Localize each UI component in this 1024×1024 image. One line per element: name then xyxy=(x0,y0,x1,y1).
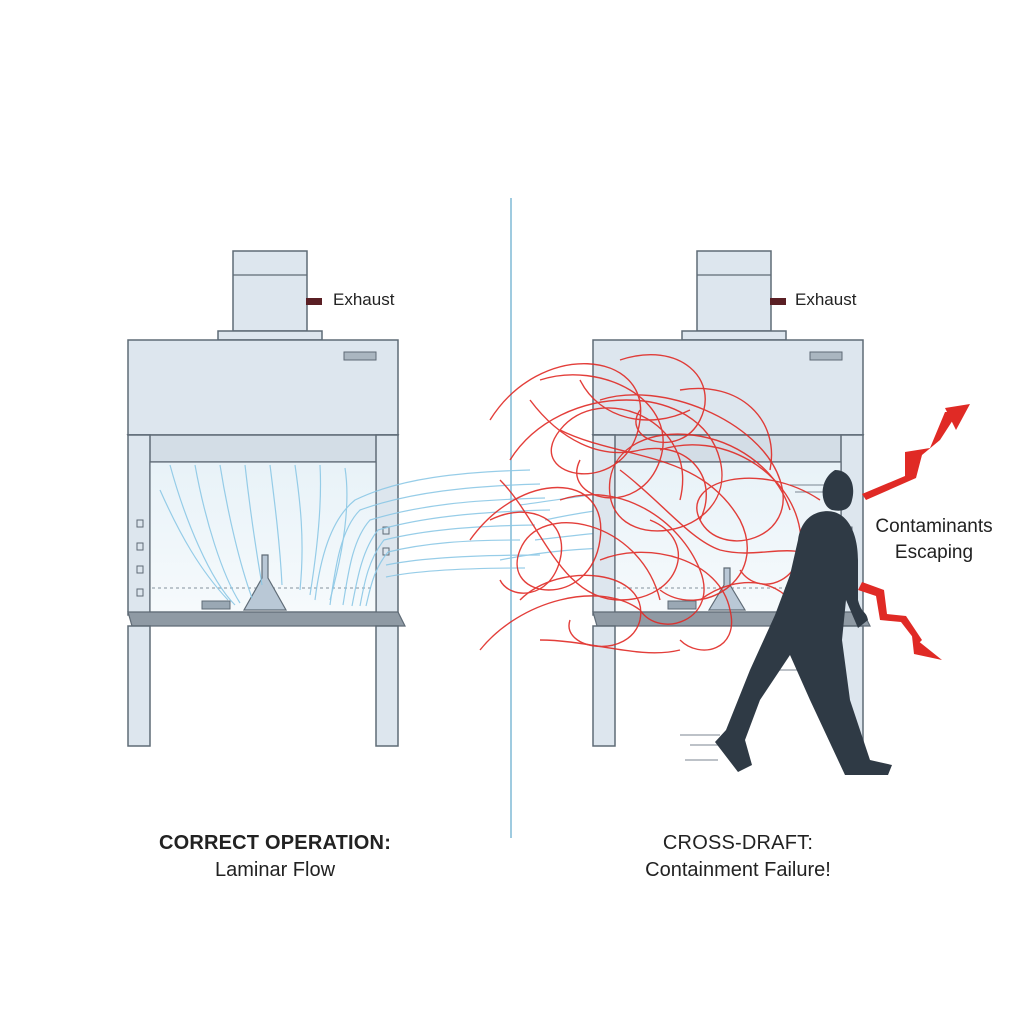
left-caption-title: CORRECT OPERATION: xyxy=(158,832,392,854)
escape-arrow-upper-icon xyxy=(862,406,962,500)
right-exhaust-marker xyxy=(770,298,786,305)
left-fume-hood xyxy=(126,250,406,747)
left-exhaust-marker xyxy=(306,298,322,305)
left-hood-valance xyxy=(126,434,400,463)
contaminants-escaping-label: Contaminants Escaping xyxy=(854,514,1014,566)
right-exhaust-duct xyxy=(696,250,772,332)
right-caption-subtitle: Containment Failure! xyxy=(645,859,831,881)
turbulent-flow-lines xyxy=(469,354,821,654)
right-caption-title: CROSS-DRAFT: xyxy=(662,832,814,854)
left-work-surface xyxy=(127,611,406,627)
left-caption-subtitle: Laminar Flow xyxy=(214,859,336,881)
escape-arrow-lower-icon xyxy=(858,582,922,644)
left-exhaust-label: Exhaust xyxy=(333,290,395,309)
right-exhaust-label: Exhaust xyxy=(795,290,857,309)
left-exhaust-duct xyxy=(232,250,308,332)
contaminants-line-2: Escaping xyxy=(894,542,974,563)
left-funnel xyxy=(242,554,288,611)
right-hood-valance xyxy=(591,434,865,463)
walking-person-silhouette xyxy=(715,470,892,775)
contaminants-line-1: Contaminants xyxy=(875,516,993,537)
